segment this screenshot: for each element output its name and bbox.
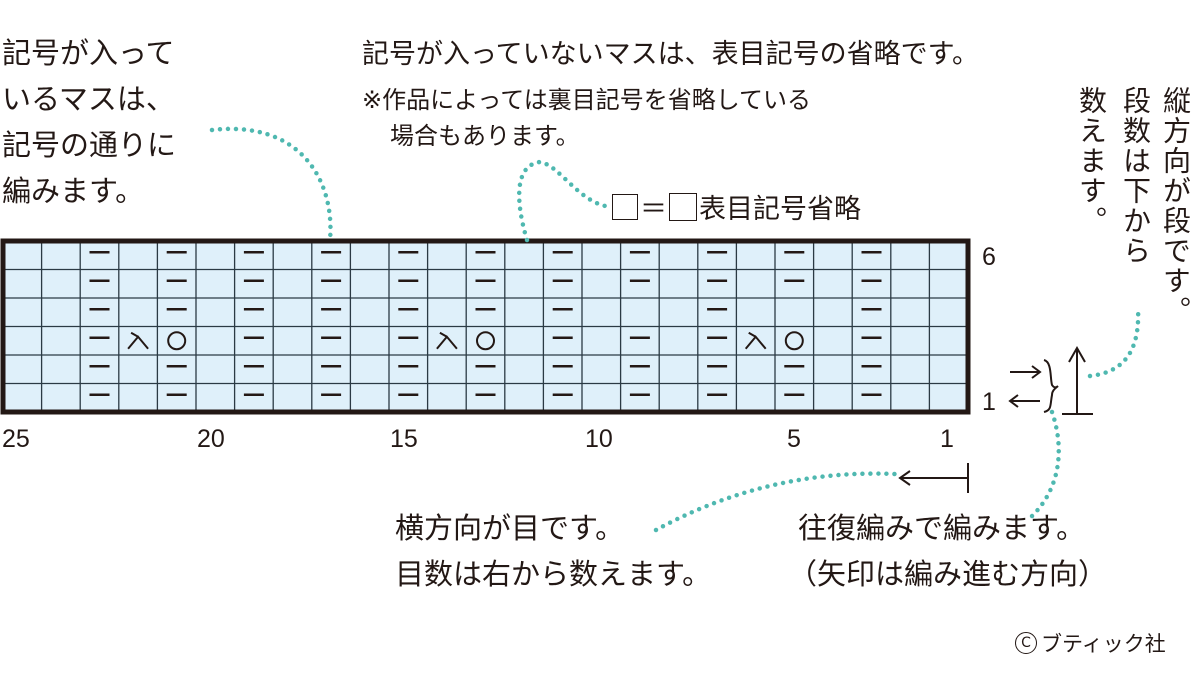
legend-equals: ＝ xyxy=(640,194,667,225)
text-line: 編みます。 xyxy=(2,174,145,208)
row-label-top: 6 xyxy=(982,243,996,271)
row-label-bottom: 1 xyxy=(982,388,996,416)
column-label: 15 xyxy=(390,425,418,453)
legend: ＝ 表目記号省略 xyxy=(612,187,861,226)
note-line-1: ※作品によっては裏目記号を省略している xyxy=(362,86,811,114)
empty-square-icon xyxy=(669,192,697,221)
yarn-over-symbol xyxy=(167,331,187,351)
leader-empty-cells xyxy=(517,159,615,243)
annotation-stitches: 横方向が目です。 目数は右から数えます。 xyxy=(395,505,711,597)
direction-arrows xyxy=(898,345,1093,493)
copyright-text: ブティック社 xyxy=(1041,632,1166,656)
rows-line-2: 段数は下から xyxy=(1119,86,1152,266)
text-line: 横方向が目です。 xyxy=(395,511,625,545)
right-arrow-icon xyxy=(1010,365,1042,379)
annotation-symbol-cells: 記号が入って いるマスは、 記号の通りに 編みます。 xyxy=(2,30,176,214)
legend-text: 表目記号省略 xyxy=(699,194,861,225)
text-line: 目数は右から数えます。 xyxy=(395,557,712,591)
column-label: 20 xyxy=(197,425,225,453)
right-decrease-symbol xyxy=(436,331,458,350)
rows-line-3: 数えます。 xyxy=(1075,86,1108,236)
text-line: 記号が入って xyxy=(2,36,175,70)
text-line: 往復編みで編みます。 xyxy=(798,511,1086,545)
leader-symbol-cells xyxy=(209,126,333,243)
chart-border xyxy=(0,238,971,415)
text-line: いるマスは、 xyxy=(2,82,175,116)
copyright-icon: C xyxy=(1015,632,1037,654)
right-decrease-symbol xyxy=(744,331,767,350)
text-line: 記号の通りに xyxy=(2,128,177,162)
text-line: （矢印は編み進む方向） xyxy=(788,557,1108,591)
up-arrow-icon xyxy=(1062,345,1093,415)
annotation-flat-knitting: 往復編みで編みます。 （矢印は編み進む方向） xyxy=(788,505,1107,597)
column-label: 10 xyxy=(585,425,613,453)
leader-rows xyxy=(1087,305,1141,379)
yarn-over-symbol xyxy=(476,331,495,351)
chart-grid xyxy=(0,238,971,415)
left-arrow-bottom-icon xyxy=(898,463,969,493)
column-label: 25 xyxy=(2,425,30,453)
empty-square-icon xyxy=(612,193,638,220)
note-line-2: 場合もあります。 xyxy=(390,122,580,150)
right-decrease-symbol xyxy=(127,331,149,350)
column-label: 5 xyxy=(787,425,801,453)
annotation-empty-cells: 記号が入っていないマスは、表目記号の省略です。 xyxy=(362,39,979,70)
leader-flat-knitting xyxy=(1027,409,1061,521)
chart-symbols xyxy=(89,251,882,396)
column-label: 1 xyxy=(940,425,954,453)
copyright: C ブティック社 xyxy=(1015,628,1166,658)
left-arrow-icon xyxy=(1008,394,1040,408)
yarn-over-symbol xyxy=(784,331,804,351)
brace-icon xyxy=(1043,359,1059,413)
rows-line-1: 縦方向が段です。 xyxy=(1159,86,1192,326)
leader-lines xyxy=(209,126,1141,533)
